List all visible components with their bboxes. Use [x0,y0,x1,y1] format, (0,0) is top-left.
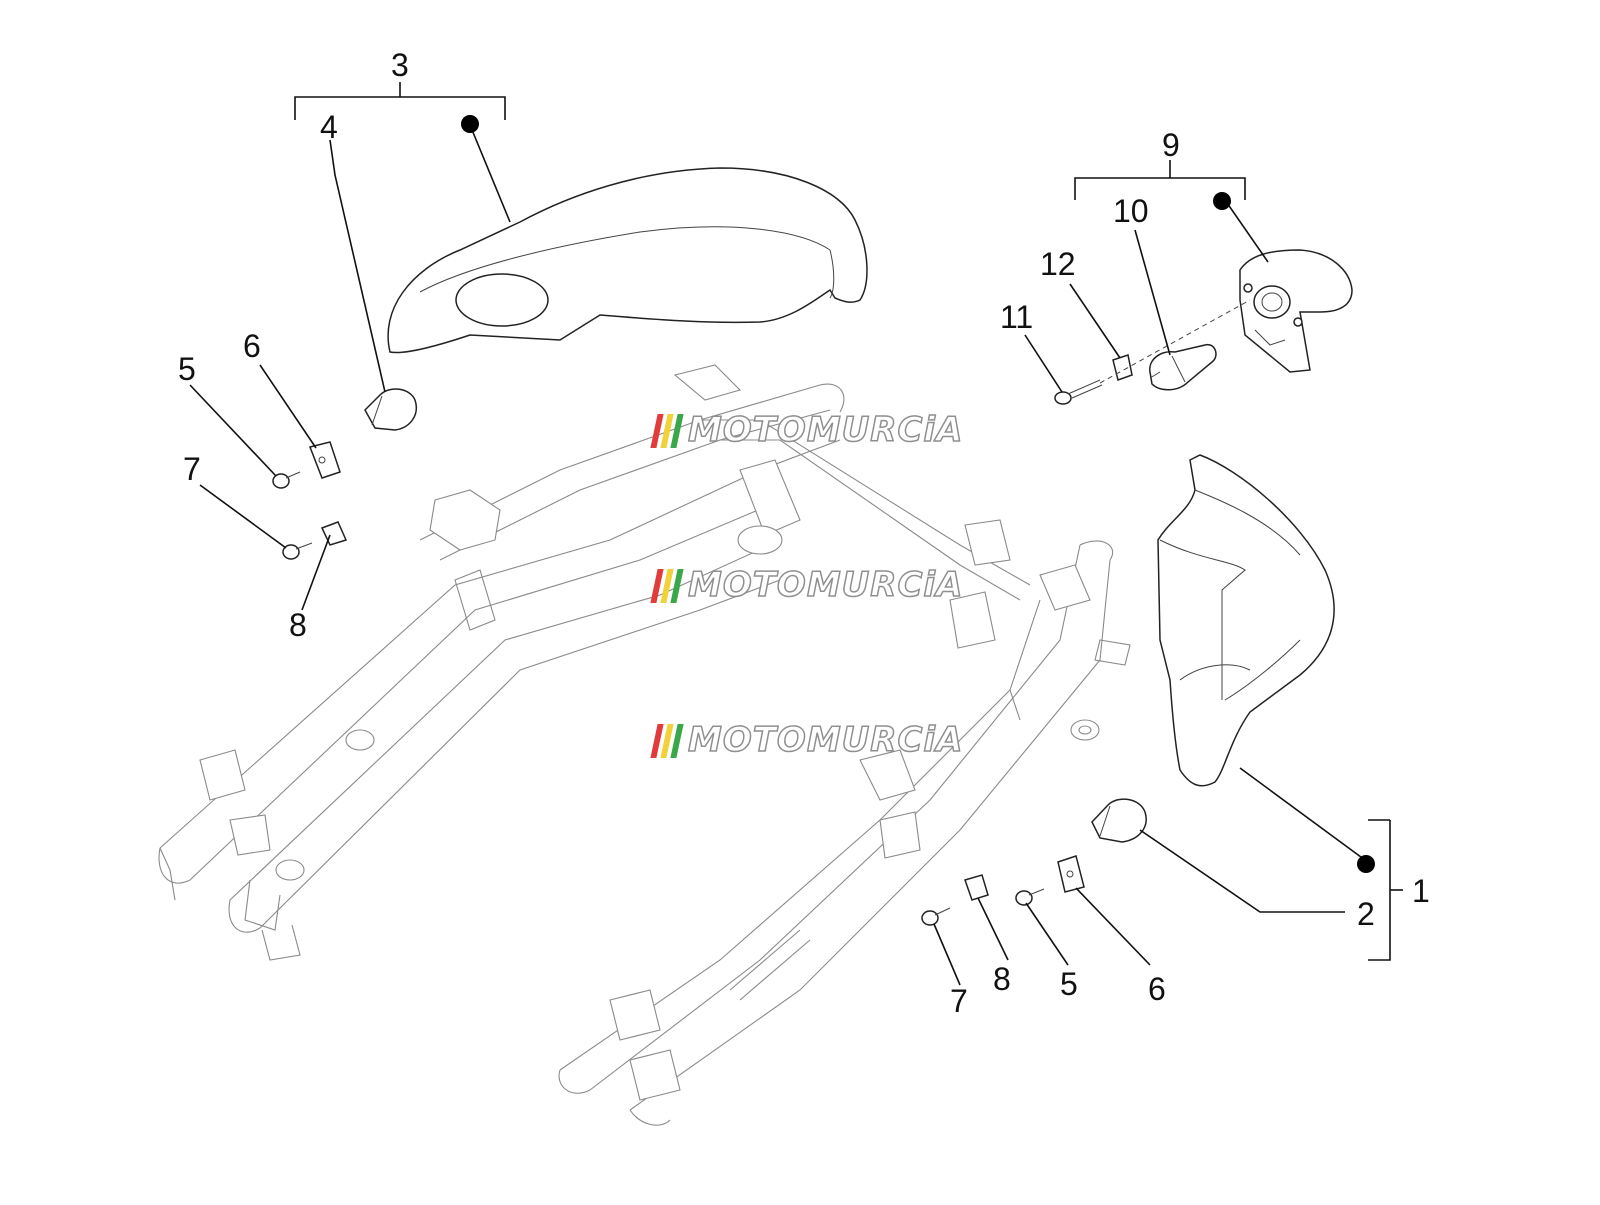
part-clip-6-right [1057,855,1085,893]
part-clip-8-right [964,874,989,901]
part-screw-5-left [272,471,301,489]
scooter-frame [158,364,1131,1126]
watermark-logo: MOTOMURCiA [646,719,963,761]
part-side-cover [1157,454,1335,787]
callout-12: 12 [1040,246,1076,282]
part-clip-nut-upper [1112,354,1133,381]
callout-6-left: 6 [243,328,261,364]
callout-6-right: 6 [1148,971,1166,1007]
callout-4: 4 [320,109,338,145]
marker-dot-side-cover [1357,855,1375,873]
callout-8-right: 8 [993,961,1011,997]
callout-9: 9 [1162,127,1180,163]
part-clip-6-left [308,441,341,479]
part-bulb-socket [1149,343,1217,391]
part-screw-5-right [1015,888,1045,906]
callout-7-left: 7 [183,451,201,487]
watermark-logo: MOTOMURCiA [646,564,963,606]
marker-dot-housing [1213,192,1231,210]
callout-5-right: 5 [1060,966,1078,1002]
callout-2: 2 [1357,896,1375,932]
watermark-text: MOTOMURCiA [687,719,964,761]
callout-10: 10 [1113,193,1149,229]
callout-7-right: 7 [950,983,968,1019]
callout-11: 11 [1000,299,1033,335]
watermark-text: MOTOMURCiA [687,409,964,451]
part-screw-7-right [921,907,951,926]
callout-5-left: 5 [178,351,196,387]
watermark-text: MOTOMURCiA [687,564,964,606]
assembly-axis [1099,299,1251,384]
callout-3: 3 [391,47,409,83]
leader-lines [189,82,1403,986]
part-screw-7-left [282,542,313,560]
part-upper-cover [387,167,868,354]
watermark-logo: MOTOMURCiA [646,409,963,451]
callout-1: 1 [1412,873,1430,909]
callout-8-left: 8 [289,607,307,643]
part-grommet-lower [1091,798,1147,843]
part-clip-8-left [320,521,348,546]
part-grommet-upper [364,388,417,431]
part-screw-upper [1054,379,1103,405]
part-light-housing [1239,249,1353,373]
marker-dot-cover [461,115,479,133]
